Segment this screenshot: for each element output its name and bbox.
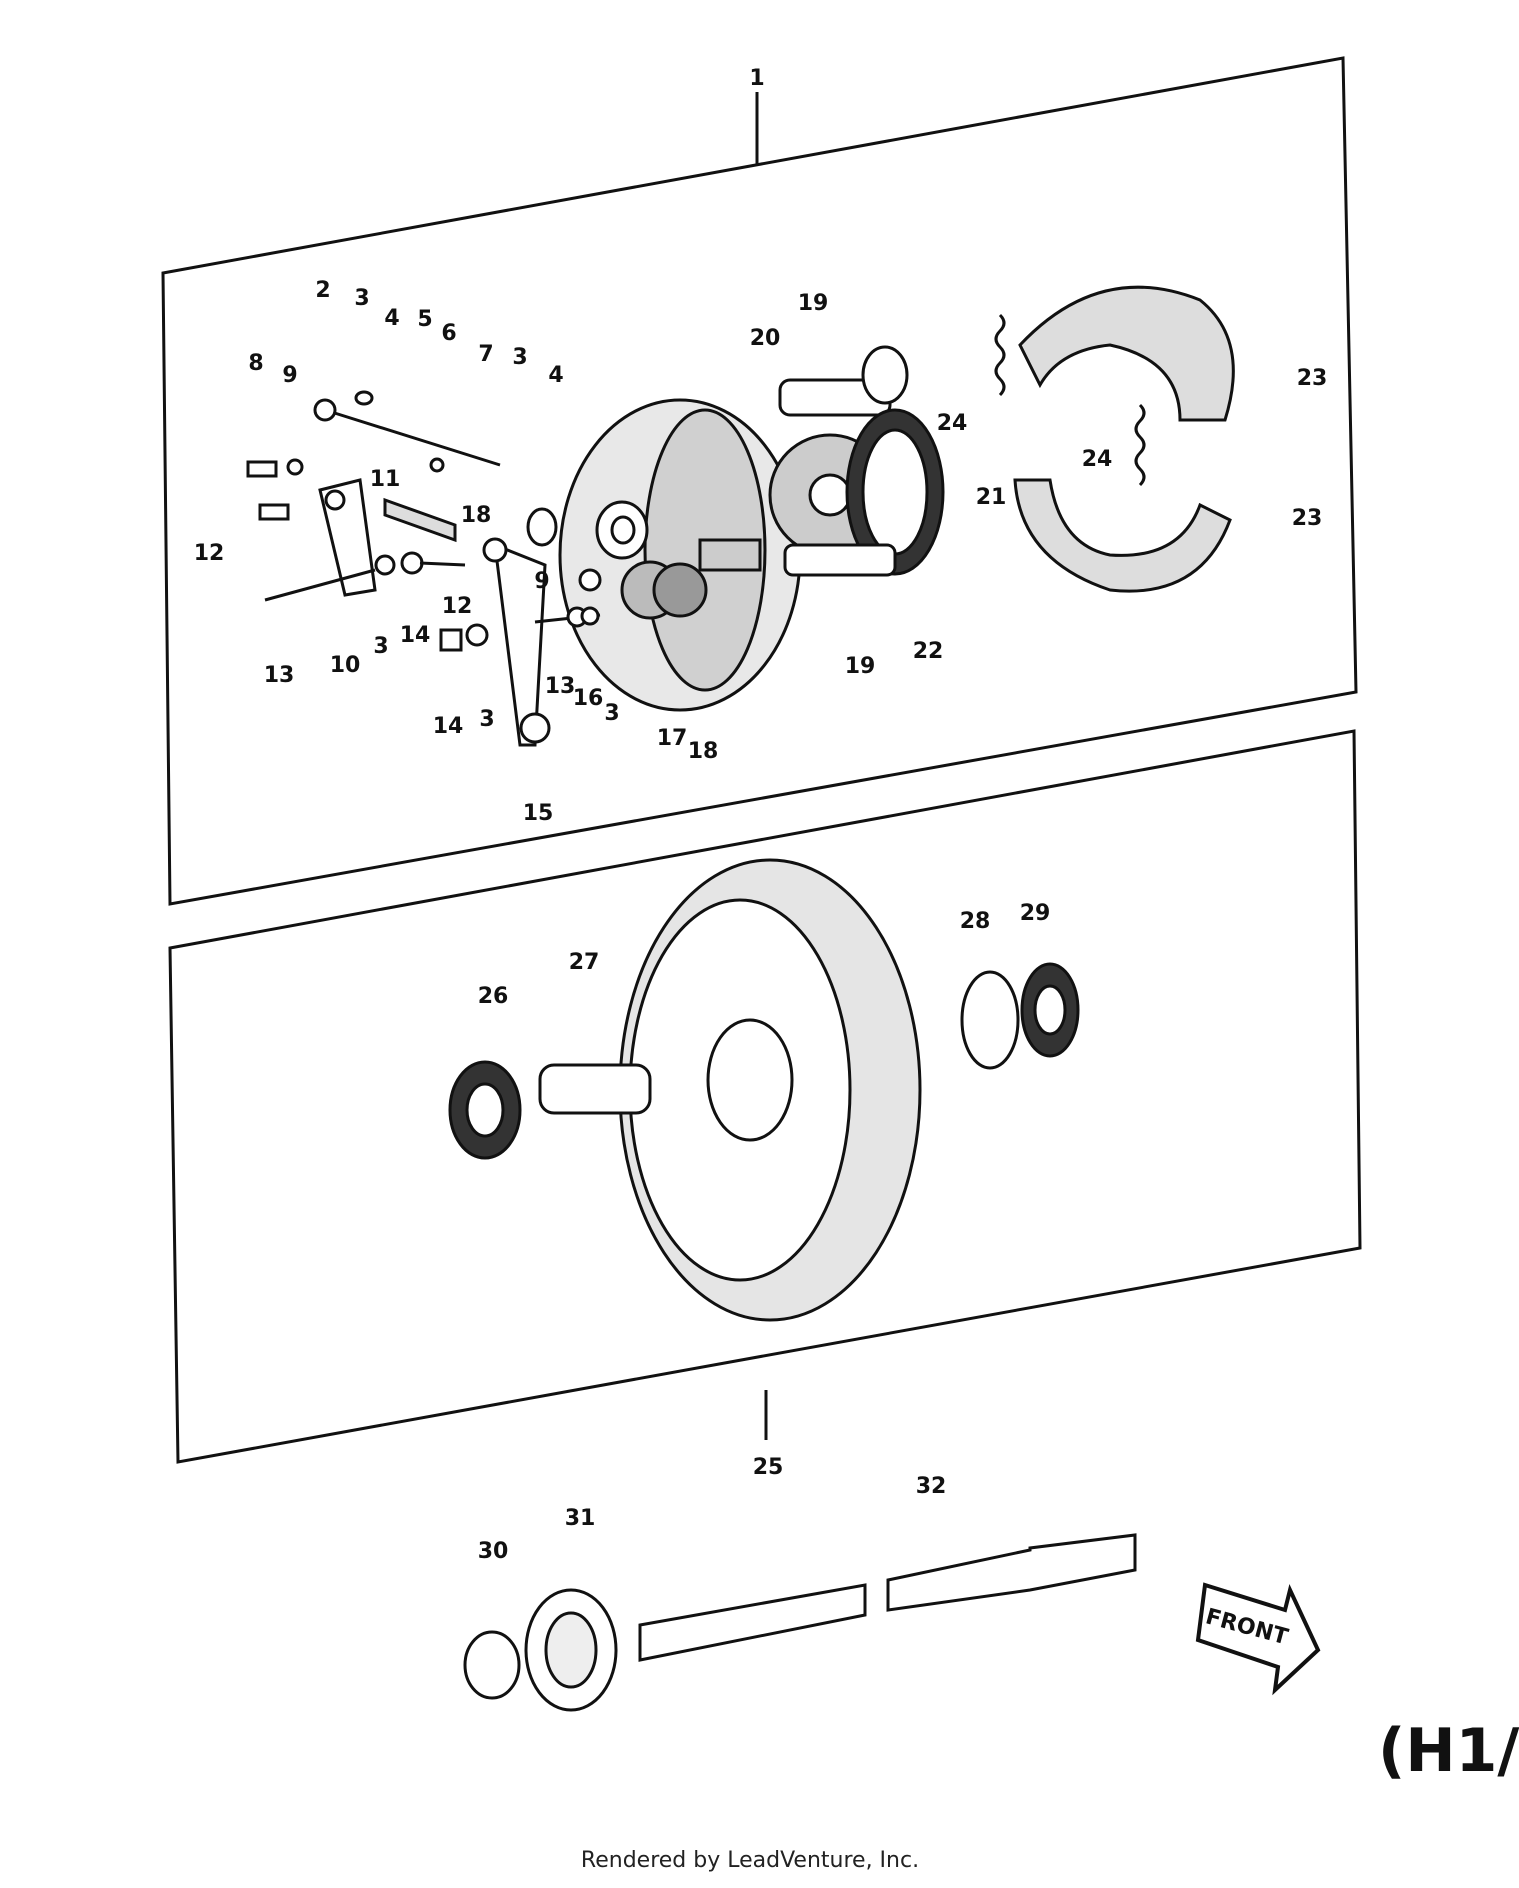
callout-17: 17	[657, 726, 688, 751]
callout-23: 23	[1297, 366, 1328, 391]
brake-panel-drawing	[558, 398, 802, 712]
callout-31: 31	[565, 1506, 596, 1531]
callout-22: 22	[913, 639, 944, 664]
callout-19: 19	[798, 291, 829, 316]
callout-3: 3	[354, 286, 369, 311]
callout-4: 4	[548, 363, 563, 388]
callout-27: 27	[569, 950, 600, 975]
callout-3: 3	[479, 707, 494, 732]
callout-29: 29	[1020, 901, 1051, 926]
brake-shoes	[994, 285, 1235, 593]
callout-23: 23	[1292, 506, 1323, 531]
callout-5: 5	[417, 307, 432, 332]
model-code: (H1/	[1378, 1716, 1519, 1786]
callout-19: 19	[845, 654, 876, 679]
brake-panel-frame	[161, 56, 1358, 906]
callout-18: 18	[688, 739, 719, 764]
footer-credit: Rendered by LeadVenture, Inc.	[580, 1848, 920, 1873]
callout-numbers: 1 2 3 4 5 6 7 3 4 8 9 11 18 12 12 9 10 3…	[194, 66, 1328, 1564]
callout-2: 2	[315, 278, 330, 303]
hub-drawing	[448, 858, 1080, 1322]
callout-20: 20	[750, 326, 781, 351]
callout-32: 32	[916, 1474, 947, 1499]
callout-15: 15	[523, 801, 554, 826]
callout-13: 13	[264, 663, 295, 688]
callout-30: 30	[478, 1539, 509, 1564]
front-arrow-icon: FRONT	[1195, 1582, 1321, 1696]
hub-panel-frame	[168, 729, 1362, 1464]
callout-4: 4	[384, 306, 399, 331]
callout-25: 25	[753, 1455, 784, 1480]
callout-7: 7	[478, 342, 493, 367]
callout-6: 6	[441, 321, 456, 346]
callout-24: 24	[937, 411, 968, 436]
callout-14: 14	[433, 714, 464, 739]
callout-12: 12	[194, 541, 225, 566]
cam-and-gear	[768, 345, 945, 577]
callout-9: 9	[282, 363, 297, 388]
callout-28: 28	[960, 909, 991, 934]
axle-parts	[463, 1533, 1137, 1712]
callout-3: 3	[604, 701, 619, 726]
callout-11: 11	[370, 467, 401, 492]
callout-14: 14	[400, 623, 431, 648]
callout-8: 8	[248, 351, 263, 376]
callout-13: 13	[545, 674, 576, 699]
callout-18: 18	[461, 503, 492, 528]
callout-3: 3	[373, 634, 388, 659]
callout-12: 12	[442, 594, 473, 619]
callout-24: 24	[1082, 447, 1113, 472]
callout-21: 21	[976, 485, 1007, 510]
callout-3: 3	[512, 345, 527, 370]
callout-1: 1	[749, 66, 764, 91]
callout-26: 26	[478, 984, 509, 1009]
callout-10: 10	[330, 653, 361, 678]
callout-16: 16	[573, 686, 604, 711]
linkage-parts	[246, 390, 602, 747]
callout-9: 9	[534, 569, 549, 594]
